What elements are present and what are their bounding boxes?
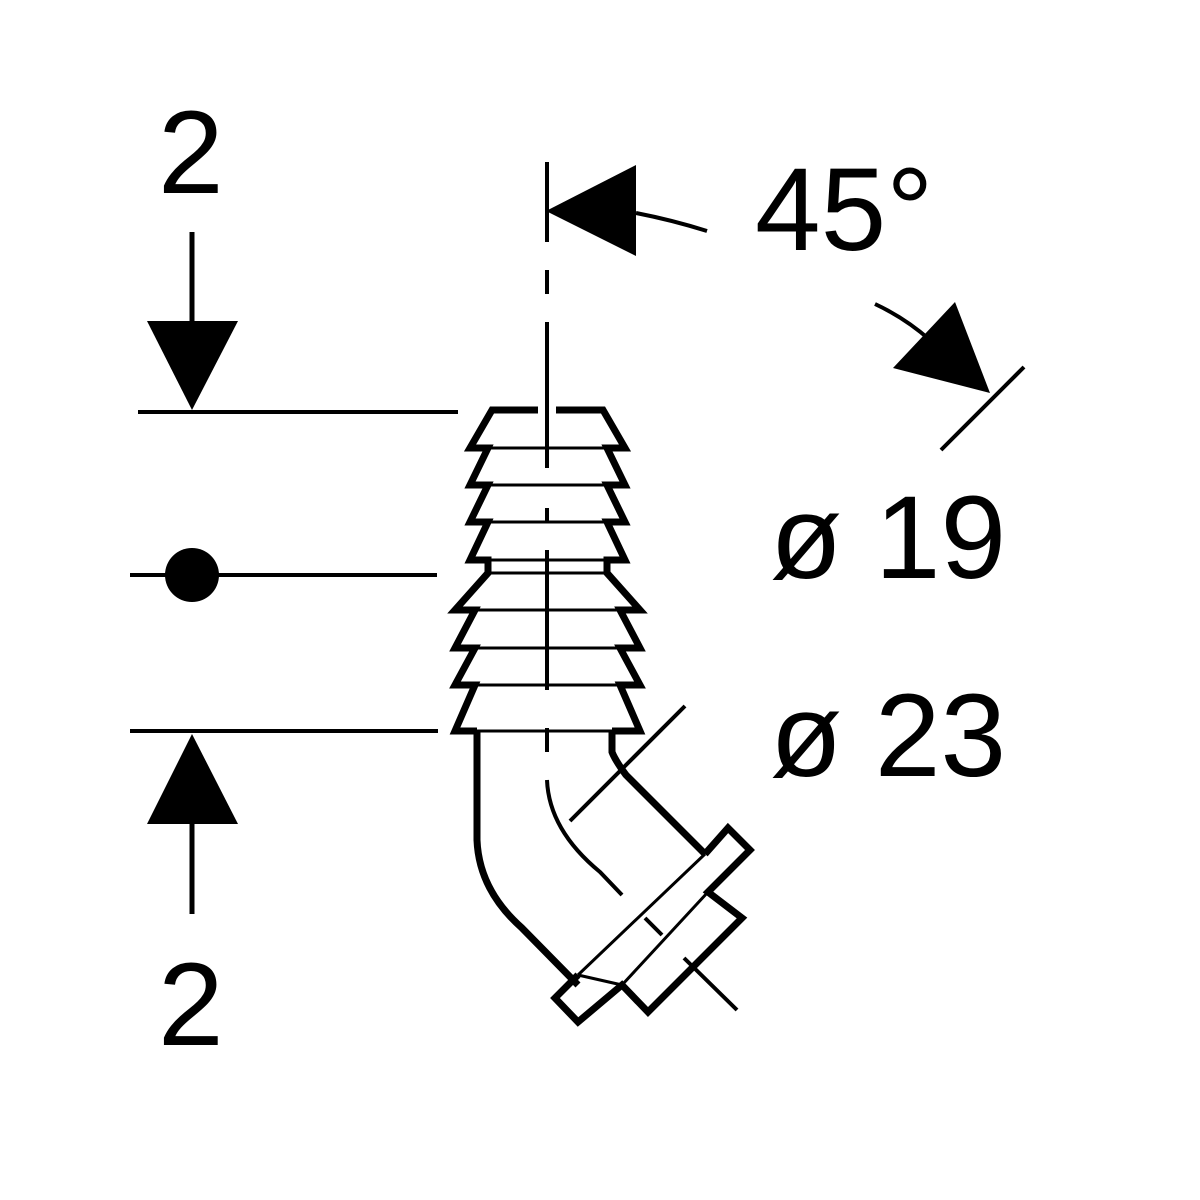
ribbed-spigot: [447, 406, 648, 735]
reference-marker: [130, 548, 437, 602]
arrow-up-icon: [147, 734, 238, 824]
diameter-leaders: [568, 704, 739, 1012]
top-dimension-label: 2: [158, 87, 224, 219]
arrow-diagonal-icon: [893, 302, 990, 393]
diameter-small-label: ø 19: [770, 472, 1006, 604]
arrow-left-icon: [546, 165, 636, 256]
angle-label: 45°: [755, 144, 933, 276]
bottom-dimension-label: 2: [158, 939, 224, 1071]
reference-dot: [165, 548, 219, 602]
angle-indicator: [546, 165, 1026, 452]
bottom-dimension: [130, 729, 438, 914]
top-dimension: [138, 232, 458, 414]
elbow-body: [473, 731, 755, 1027]
diameter-large-label: ø 23: [770, 670, 1006, 802]
arrow-down-icon: [147, 321, 238, 410]
